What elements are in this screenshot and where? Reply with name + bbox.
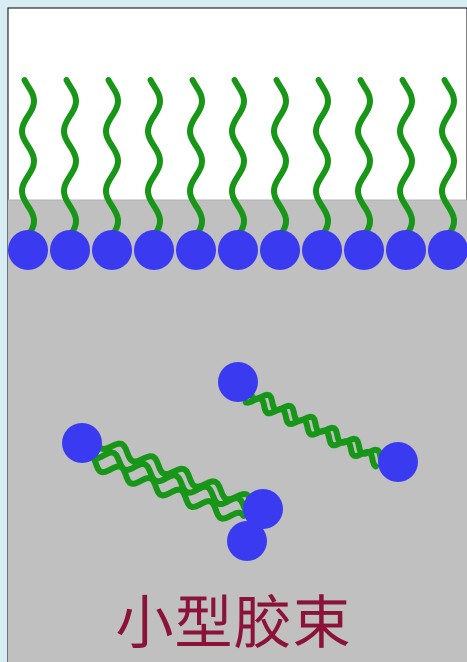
micelle-tail bbox=[90, 455, 247, 522]
surfactant-head bbox=[92, 230, 132, 270]
surfactant-tail bbox=[19, 77, 37, 239]
micelle-tail bbox=[248, 390, 385, 463]
surfactant-head bbox=[428, 230, 467, 270]
surfactant-tail bbox=[145, 77, 163, 239]
surfactant-head bbox=[386, 230, 426, 270]
micelle-tail bbox=[89, 449, 252, 518]
surfactant-tail bbox=[103, 77, 121, 239]
surface-monolayer bbox=[8, 77, 467, 270]
micelle-head bbox=[378, 442, 418, 482]
surfactant-head bbox=[302, 230, 342, 270]
surfactant-tail bbox=[313, 77, 331, 239]
surfactant-tail bbox=[61, 77, 79, 239]
surfactant-head bbox=[260, 230, 300, 270]
micelle-head bbox=[227, 521, 267, 561]
surfactant-head bbox=[134, 230, 174, 270]
micelle-head bbox=[218, 362, 258, 402]
surfactant-tail bbox=[355, 77, 373, 239]
diagram-caption: 小型胶束 bbox=[115, 589, 352, 657]
surfactant-tail bbox=[229, 77, 247, 239]
surfactant-head bbox=[8, 230, 48, 270]
surfactant-tail bbox=[271, 77, 289, 239]
micelle-tail bbox=[242, 395, 379, 470]
surfactant-head bbox=[344, 230, 384, 270]
surfactant-tail bbox=[187, 77, 205, 239]
surfactant-tail bbox=[439, 77, 457, 239]
micelle-head bbox=[62, 423, 102, 463]
surfactant-tail bbox=[397, 77, 415, 239]
micelle-head bbox=[243, 489, 283, 529]
micelle-tail bbox=[93, 437, 255, 506]
surfactant-head bbox=[176, 230, 216, 270]
small-micelle-cluster bbox=[62, 362, 418, 561]
surfactant-head bbox=[218, 230, 258, 270]
surfactant-head bbox=[50, 230, 90, 270]
